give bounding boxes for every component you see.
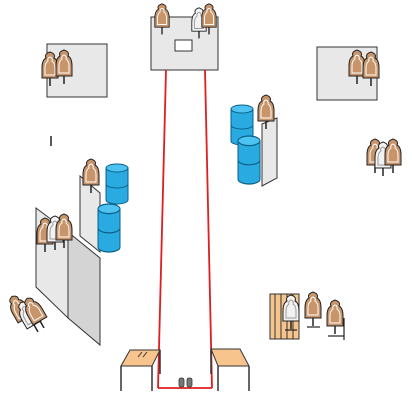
barrel bbox=[237, 135, 261, 185]
right-barrel-wall bbox=[261, 117, 278, 187]
far-right-targets bbox=[366, 138, 402, 177]
start-marks bbox=[178, 377, 193, 388]
barrel bbox=[97, 203, 121, 253]
left-barrel-wall bbox=[79, 174, 101, 254]
barrel bbox=[105, 163, 129, 205]
left-table bbox=[120, 349, 161, 391]
lower-left-targets bbox=[4, 291, 52, 337]
lower-right-stands bbox=[285, 318, 345, 340]
right-table bbox=[210, 348, 250, 391]
window bbox=[174, 39, 193, 52]
fault-lines bbox=[157, 69, 213, 389]
left-wall-panel-b bbox=[67, 230, 101, 347]
